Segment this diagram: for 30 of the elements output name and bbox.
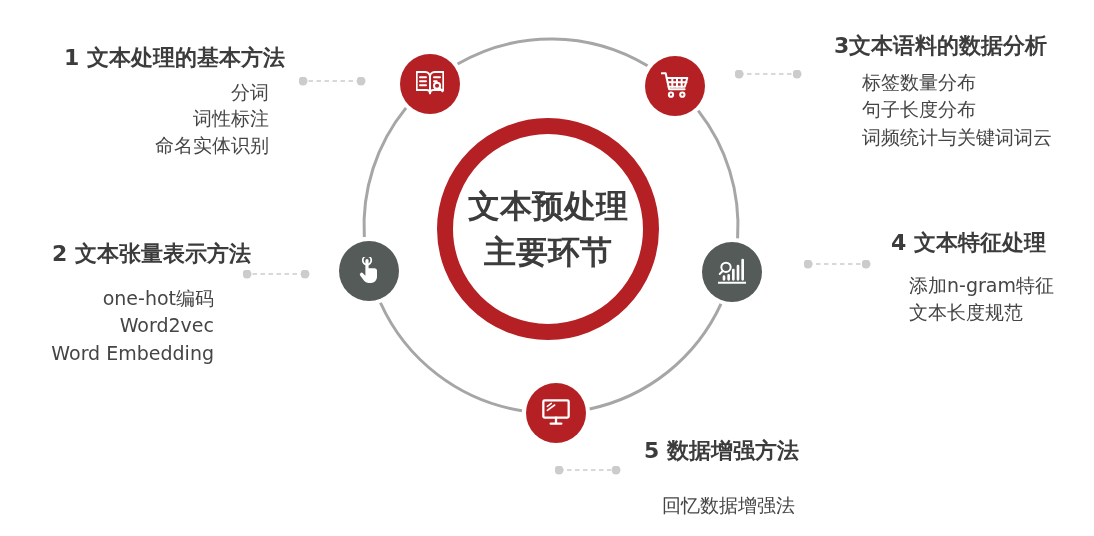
item-text: Word Embedding: [51, 341, 214, 365]
item-text: 命名实体识别: [155, 133, 269, 157]
item-text: one-hot编码: [102, 286, 214, 310]
item-text: Word2vec: [119, 314, 214, 337]
ring-arc: [456, 37, 649, 68]
leader-line: [734, 69, 802, 79]
item-text: 词性标注: [193, 107, 269, 130]
item-text: 句子长度分布: [862, 98, 976, 121]
heading-text: 4 文本特征处理: [891, 230, 1046, 256]
icon-circle: [399, 53, 460, 114]
ring-arc: [697, 109, 740, 239]
ring-arc: [589, 303, 723, 411]
ring-arc: [379, 302, 523, 413]
icon-circle: [644, 55, 705, 116]
heading-text: 3文本语料的数据分析: [834, 33, 1048, 59]
item-text: 分词: [231, 80, 269, 104]
heading-text: 5 数据增强方法: [644, 438, 799, 464]
heading-text: 1 文本处理的基本方法: [64, 45, 285, 71]
leader-line: [242, 269, 310, 279]
leader-line: [803, 259, 871, 269]
heading-text: 2 文本张量表示方法: [52, 241, 251, 267]
leader-line: [298, 76, 366, 86]
ring-arc: [362, 107, 408, 237]
item-text: 文本长度规范: [909, 300, 1023, 324]
item-text: 标签数量分布: [862, 70, 976, 94]
title-text: 文本预处理主要环节: [467, 186, 629, 273]
item-text: 回忆数据增强法: [662, 493, 795, 517]
item-text: 添加n-gram特征: [909, 273, 1054, 297]
leader-line: [554, 465, 621, 475]
item-text: 词频统计与关键词词云: [862, 125, 1052, 149]
